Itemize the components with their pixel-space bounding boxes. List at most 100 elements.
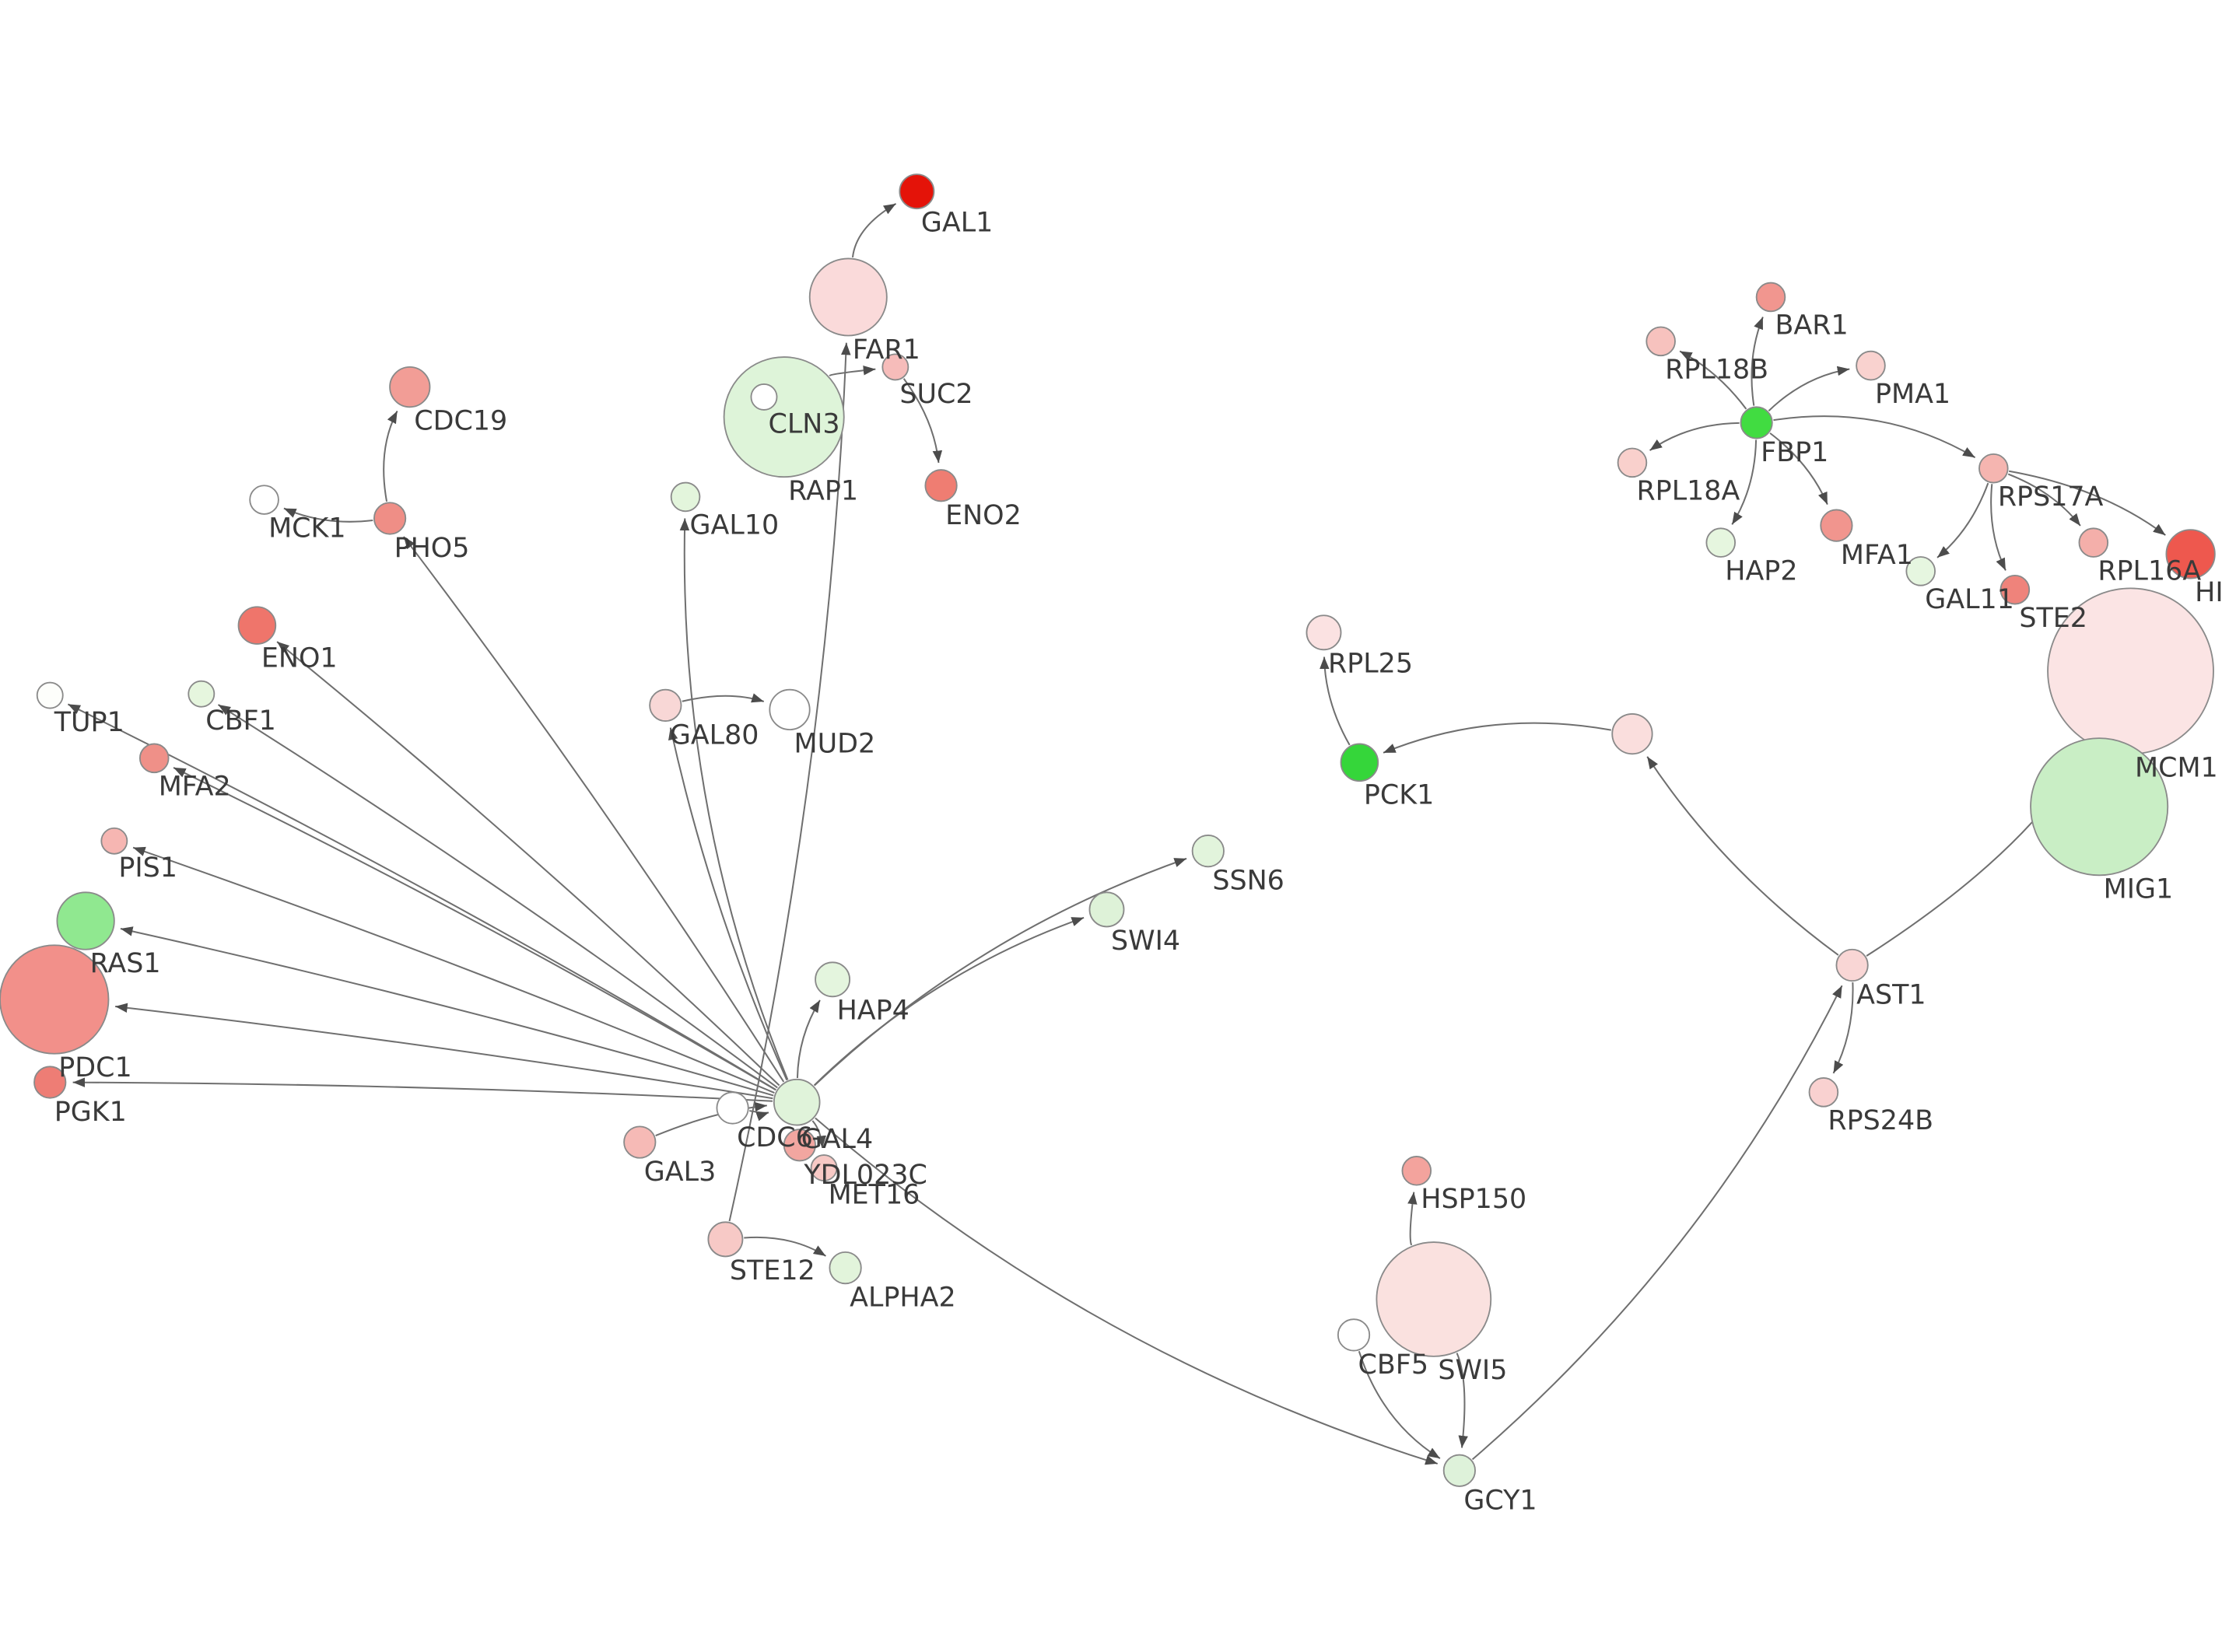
edge-PHO5-MCK1[interactable] [283, 507, 373, 523]
node-MFA1[interactable] [1820, 509, 1853, 542]
edge-GAL4-HAP4[interactable] [796, 999, 821, 1078]
node-FAR1[interactable] [808, 257, 888, 337]
edge-GAL4-PDC1[interactable] [115, 1003, 773, 1100]
edge-FBP1-RPS17A[interactable] [1773, 415, 1976, 459]
node-PCK1[interactable] [1340, 743, 1379, 782]
node-RPL18A[interactable] [1617, 447, 1648, 478]
edge-STE12-ALPHA2[interactable] [744, 1236, 826, 1257]
node-HAP2[interactable] [1705, 527, 1737, 558]
edge-RPS17A-HIS4[interactable] [2008, 470, 2166, 536]
edge-GAL4-GAL10[interactable] [679, 518, 789, 1080]
node-PHO5[interactable] [373, 502, 407, 535]
edge-FAR1-GAL1[interactable] [851, 203, 897, 258]
node-label-HAP2: HAP2 [1725, 555, 1797, 586]
node-MCK1[interactable] [249, 485, 279, 515]
node-MET16[interactable] [810, 1154, 838, 1182]
edge-GAL4-MFA2[interactable] [173, 767, 776, 1091]
edge-FBP1-RPL18A[interactable] [1649, 422, 1740, 451]
edge-RPS17A-RPL16A[interactable] [2007, 473, 2081, 527]
node-HSP150[interactable] [1401, 1155, 1432, 1186]
edge-GAL4-TUP1[interactable] [67, 703, 776, 1091]
edge-CBF5-GCY1[interactable] [1358, 1350, 1441, 1459]
node-SSN6[interactable] [1191, 835, 1225, 868]
node-CBF5[interactable] [1337, 1318, 1371, 1352]
node-MFA2[interactable] [138, 743, 170, 774]
node-MIG1[interactable] [2030, 737, 2169, 877]
edge-GAL4-MET16[interactable] [811, 1120, 826, 1148]
node-label-MCK1: MCK1 [268, 513, 345, 544]
edge-UNLABELED-PCK1[interactable] [1383, 722, 1611, 754]
edge-FBP1-MFA1[interactable] [1769, 432, 1828, 506]
node-GAL3[interactable] [623, 1125, 657, 1159]
node-PIS1[interactable] [100, 827, 128, 855]
edge-SWI5-HSP150[interactable] [1407, 1192, 1418, 1246]
edge-GAL4-CBF1[interactable] [217, 704, 778, 1089]
edge-GAL3-GAL4[interactable] [655, 1101, 767, 1137]
node-SWI4[interactable] [1088, 891, 1125, 928]
node-GCY1[interactable] [1442, 1454, 1476, 1487]
edge-PHO5-CDC19[interactable] [383, 410, 398, 502]
node-GAL80[interactable] [649, 688, 682, 723]
node-PMA1[interactable] [1856, 350, 1886, 381]
edge-SWI5-GCY1[interactable] [1456, 1353, 1468, 1448]
node-RPL16A[interactable] [2078, 527, 2109, 558]
edge-GAL4-RAS1[interactable] [120, 926, 774, 1097]
node-label-PMA1: PMA1 [1875, 379, 1950, 410]
edge-GAL4-ENO1[interactable] [276, 641, 780, 1087]
node-GAL11[interactable] [1905, 556, 1936, 586]
node-GAL10[interactable] [670, 481, 701, 513]
node-RPS24B[interactable] [1808, 1077, 1839, 1108]
node-GAL4[interactable] [773, 1078, 821, 1126]
edge-GAL4-PIS1[interactable] [132, 846, 775, 1094]
node-UNLABELED[interactable] [1611, 712, 1653, 755]
node-ENO1[interactable] [237, 606, 277, 645]
edge-GAL80-MUD2[interactable] [682, 693, 765, 703]
edge-RPS17A-STE2[interactable] [1990, 484, 2006, 571]
node-YDL023C[interactable] [783, 1129, 816, 1162]
edge-FBP1-RPL18B[interactable] [1679, 350, 1747, 410]
edge-RPS17A-GAL11[interactable] [1936, 482, 1989, 558]
node-CBF1[interactable] [188, 680, 216, 708]
node-BAR1[interactable] [1755, 282, 1786, 313]
edge-FBP1-HAP2[interactable] [1731, 439, 1758, 525]
node-MUD2[interactable] [769, 688, 811, 731]
edge-FBP1-BAR1[interactable] [1751, 317, 1764, 406]
node-RAS1[interactable] [56, 891, 115, 950]
edge-SUC2-ENO2[interactable] [902, 378, 943, 464]
node-RPS17A[interactable] [1978, 453, 2009, 484]
node-SUC2[interactable] [881, 353, 909, 381]
edge-PCK1-RPL25[interactable] [1320, 656, 1351, 746]
node-ENO2[interactable] [924, 469, 958, 502]
node-FBP1[interactable] [1740, 406, 1773, 439]
node-RAP1[interactable] [723, 356, 845, 478]
edge-GAL4-SSN6[interactable] [814, 857, 1187, 1087]
node-CDC6[interactable] [716, 1091, 749, 1125]
node-RPL18B[interactable] [1645, 326, 1676, 357]
node-HIS4[interactable] [2165, 529, 2216, 579]
edge-GAL4-GCY1[interactable] [815, 1117, 1439, 1465]
node-RPL25[interactable] [1306, 614, 1342, 651]
node-SWI5[interactable] [1376, 1241, 1492, 1357]
edge-FBP1-PMA1[interactable] [1768, 366, 1850, 411]
node-CDC19[interactable] [389, 366, 431, 408]
node-PGK1[interactable] [33, 1066, 67, 1099]
edge-RAP1-SUC2[interactable] [829, 366, 876, 377]
node-STE2[interactable] [1999, 574, 2031, 605]
edge-CDC6-GAL4[interactable] [749, 1110, 769, 1122]
node-ALPHA2[interactable] [829, 1251, 862, 1285]
edge-GAL4-PGK1[interactable] [72, 1077, 773, 1102]
edge-GAL4-PHO5[interactable] [403, 536, 785, 1083]
edge-GCY1-AST1[interactable] [1471, 985, 1843, 1461]
node-STE12[interactable] [707, 1221, 744, 1258]
edge-AST1-RPS24B[interactable] [1832, 982, 1854, 1074]
node-GAL1[interactable] [899, 173, 935, 210]
node-TUP1[interactable] [36, 681, 64, 709]
edge-STE12-FAR1[interactable] [728, 342, 851, 1222]
node-PDC1[interactable] [0, 944, 110, 1055]
edge-AST1-UNLABELED[interactable] [1646, 756, 1839, 956]
node-CLN3[interactable] [750, 383, 778, 411]
node-AST1[interactable] [1835, 948, 1869, 982]
node-HAP4[interactable] [815, 961, 851, 998]
edge-GAL4-GAL80[interactable] [668, 727, 788, 1081]
